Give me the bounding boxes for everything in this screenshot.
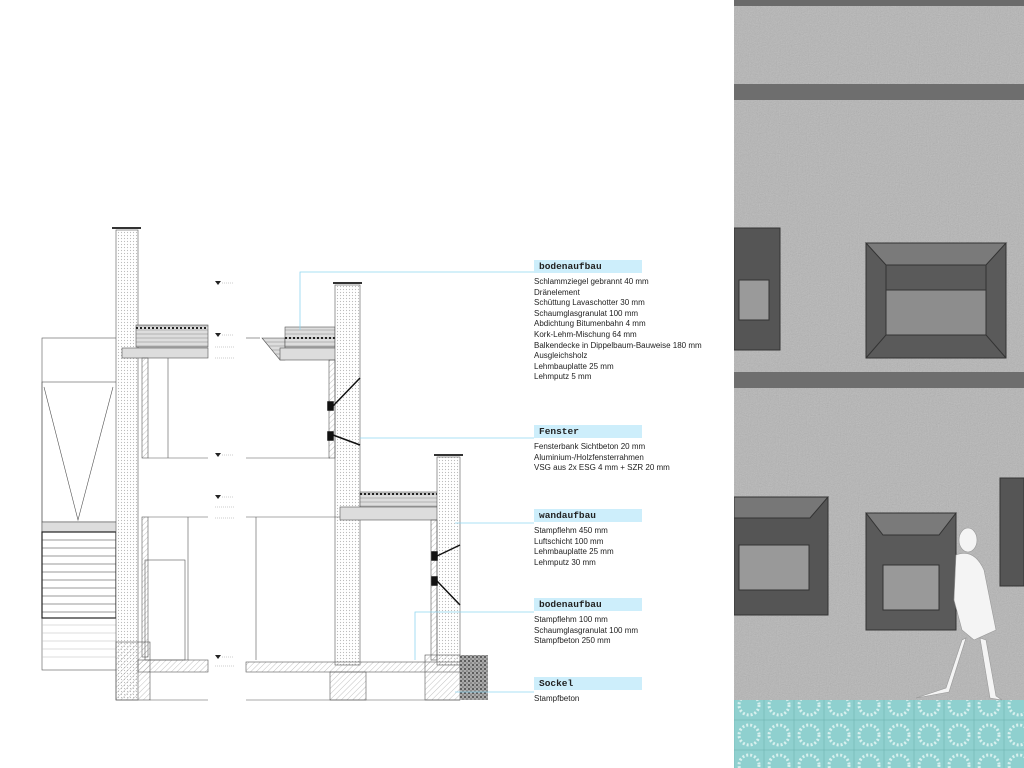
- legend-heading: Fenster: [534, 425, 642, 438]
- facade-windows: [734, 227, 1024, 631]
- legend-heading: bodenaufbau: [534, 598, 642, 611]
- legend-line: Schüttung Lavaschotter 30 mm: [534, 298, 645, 308]
- lintel-band: [734, 84, 1024, 100]
- left-rammed-earth-wall: [115, 229, 139, 701]
- window: [734, 227, 781, 351]
- legend-line: Kork-Lehm-Mischung 64 mm: [534, 329, 637, 339]
- level-markers: [215, 281, 221, 659]
- window: [999, 477, 1024, 587]
- left-elevation: [41, 337, 131, 671]
- legend-heading: Sockel: [534, 677, 642, 690]
- legend-wall: wandaufbau Stampflehm 450 mm Luftschicht…: [534, 509, 724, 568]
- upper-window: [327, 377, 361, 446]
- tiled-floor: [734, 700, 1024, 768]
- legend-heading: bodenaufbau: [534, 260, 642, 273]
- legend-line: Schaumglasgranulat 100 mm: [534, 625, 639, 635]
- lower-window: [431, 544, 461, 606]
- legend-line: Balkendecke in Dippelbaum-Bauweise 180 m…: [534, 340, 702, 350]
- legend-line: Stampfbeton 250 mm: [534, 636, 611, 646]
- legend-line: Ausgleichsholz: [534, 351, 588, 361]
- legend-line: Lehmputz 30 mm: [534, 557, 596, 567]
- legend-line: Stampflehm 100 mm: [534, 615, 608, 624]
- legend-floor-upper: bodenaufbau Schlammziegel gebrannt 40 mm…: [534, 260, 724, 383]
- legend-line: Abdichtung Bitumenbahn 4 mm: [534, 319, 646, 329]
- legend-line: Stampflehm 450 mm: [534, 526, 608, 535]
- legend-line: Lehmputz 5 mm: [534, 372, 592, 382]
- legend-line: Luftschicht 100 mm: [534, 536, 604, 546]
- window: [864, 512, 958, 631]
- legend-line: Aluminium-/Holzfensterrahmen: [534, 452, 644, 462]
- legend-line: Schaumglasgranulat 100 mm: [534, 308, 639, 318]
- legend-floor-ground: bodenaufbau Stampflehm 100 mm Schaumglas…: [534, 598, 724, 647]
- legend-window: Fenster Fensterbank Sichtbeton 20 mm Alu…: [534, 425, 724, 474]
- facade-rendering: [734, 0, 1024, 768]
- legend-line: Lehmbauplatte 25 mm: [534, 547, 614, 557]
- legend-line: Fensterbank Sichtbeton 20 mm: [534, 442, 646, 451]
- leader-lines: [299, 271, 534, 693]
- legend-line: Lehmbauplatte 25 mm: [534, 361, 614, 371]
- wall-section-drawing: [41, 227, 534, 701]
- lintel-band: [734, 372, 1024, 388]
- legend-base: Sockel Stampfbeton: [534, 677, 724, 705]
- window: [734, 496, 830, 616]
- legend-line: Schlammziegel gebrannt 40 mm: [534, 277, 649, 286]
- pedestrian-silhouette: [915, 527, 1003, 701]
- legend-line: VSG aus 2x ESG 4 mm + SZR 20 mm: [534, 463, 670, 473]
- gravel: [460, 655, 488, 700]
- legend-heading: wandaufbau: [534, 509, 642, 522]
- legend-line: Stampfbeton: [534, 694, 580, 703]
- legend-line: Dränelement: [534, 287, 580, 297]
- window: [864, 242, 1008, 359]
